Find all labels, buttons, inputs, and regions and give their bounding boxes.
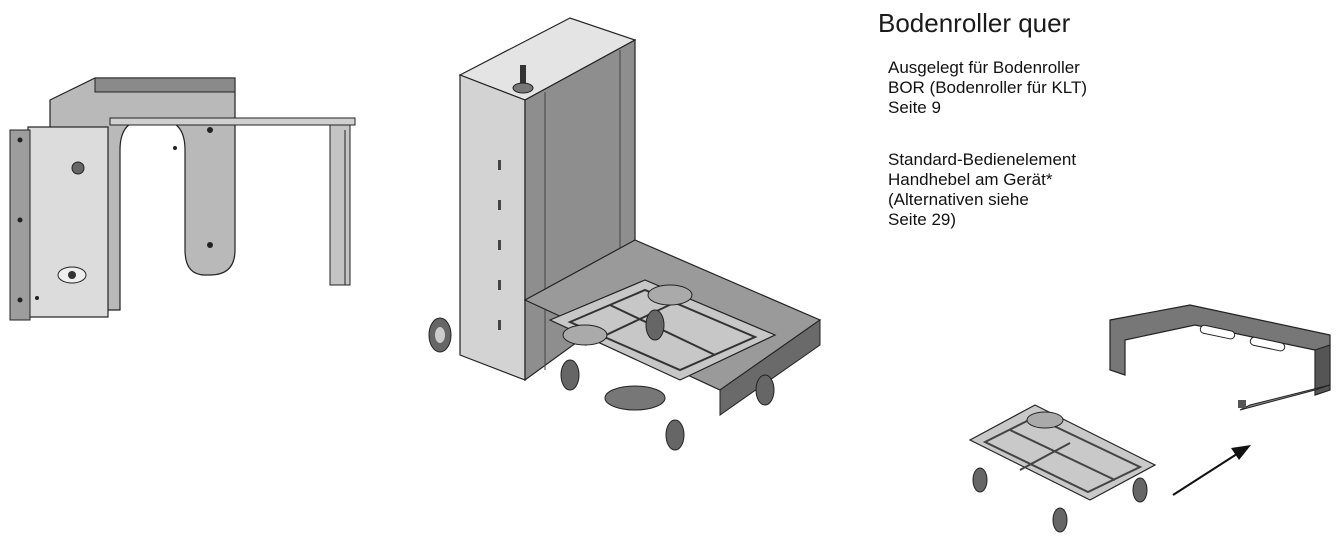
text-line: (Alternativen siehe — [888, 190, 1029, 209]
control-element-note: Standard-Bedienelement Handhebel am Gerä… — [888, 150, 1208, 230]
top-view-drawing — [9, 77, 356, 321]
text-line: BOR (Bodenroller für KLT) — [888, 78, 1088, 97]
text-line: Ausgelegt für Bodenroller — [888, 58, 1080, 77]
page-reference: Seite 29) — [888, 210, 957, 229]
floor-roller-drawing — [968, 404, 1157, 533]
page-title: Bodenroller quer — [878, 8, 1071, 38]
arrow-icon — [1172, 445, 1251, 496]
design-note: Ausgelegt für Bodenroller BOR (Bodenroll… — [888, 58, 1208, 118]
isometric-device-drawing — [428, 17, 822, 451]
text-line: Handhebel am Gerät* — [888, 170, 1053, 189]
holding-frame-drawing — [1109, 304, 1331, 411]
page-reference: Seite 9 — [888, 98, 941, 117]
text-line: Standard-Bedienelement — [888, 150, 1077, 169]
